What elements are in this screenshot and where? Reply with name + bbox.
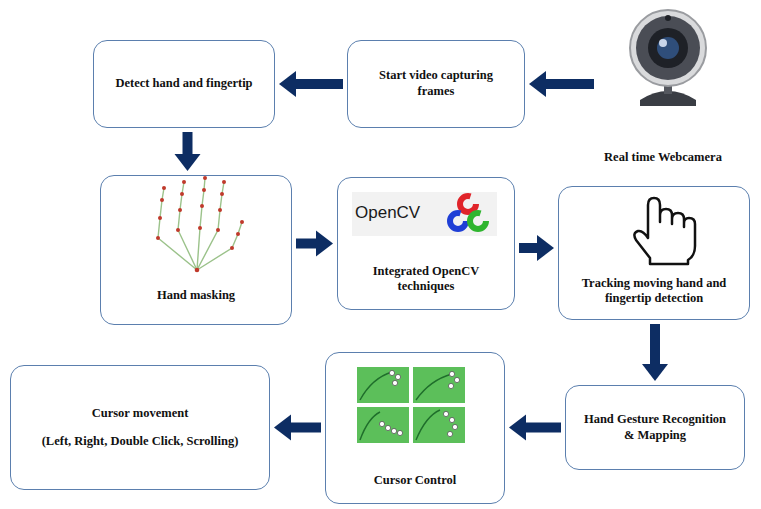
hand-joints: [156, 176, 244, 272]
process-box: Integrated OpenCV techniques: [337, 177, 515, 310]
process-box: Tracking moving hand and fingertip detec…: [558, 186, 750, 320]
process-box: Hand Gesture Recognition & Mapping: [565, 385, 745, 470]
node-title: Detect hand and fingertip: [115, 76, 252, 92]
process-box: Cursor Control: [325, 352, 505, 504]
node-title: Hand Gesture Recognition & Mapping: [580, 412, 730, 443]
process-box: Detect hand and fingertip: [93, 40, 275, 128]
opencv-logo: [352, 192, 497, 236]
gesture-pictures: [357, 367, 465, 443]
node-title: Cursor movement: [92, 406, 189, 422]
flow-arrow: [642, 324, 668, 381]
flow-arrow: [279, 71, 343, 97]
opencv-wordmark: OpenCV: [355, 203, 420, 223]
node-title: Tracking moving hand and fingertip detec…: [568, 276, 740, 307]
node-title: Hand masking: [157, 288, 235, 304]
node-title: Cursor Control: [374, 473, 457, 489]
process-box: Start video capturing frames: [347, 40, 525, 128]
pointer-hand-icon: [634, 198, 695, 264]
node-title: Integrated OpenCV techniques: [351, 264, 501, 295]
flow-arrow: [175, 132, 201, 171]
hand-skeleton: [158, 178, 242, 270]
flow-arrow: [529, 71, 594, 97]
node-title: Start video capturing frames: [361, 68, 511, 99]
node-title: Real time Webcamera: [604, 150, 722, 166]
webcam-icon: [630, 10, 706, 106]
process-box: Hand masking: [100, 175, 292, 325]
flow-arrow: [296, 231, 333, 257]
webcam-node: Real time Webcamera: [598, 6, 728, 170]
node-body: (Left, Right, Double Click, Scrolling): [42, 434, 239, 450]
flow-arrow: [519, 235, 554, 261]
flow-arrow: [509, 415, 561, 441]
process-box: Cursor movement (Left, Right, Double Clic…: [10, 365, 270, 490]
flow-arrow: [274, 415, 321, 441]
